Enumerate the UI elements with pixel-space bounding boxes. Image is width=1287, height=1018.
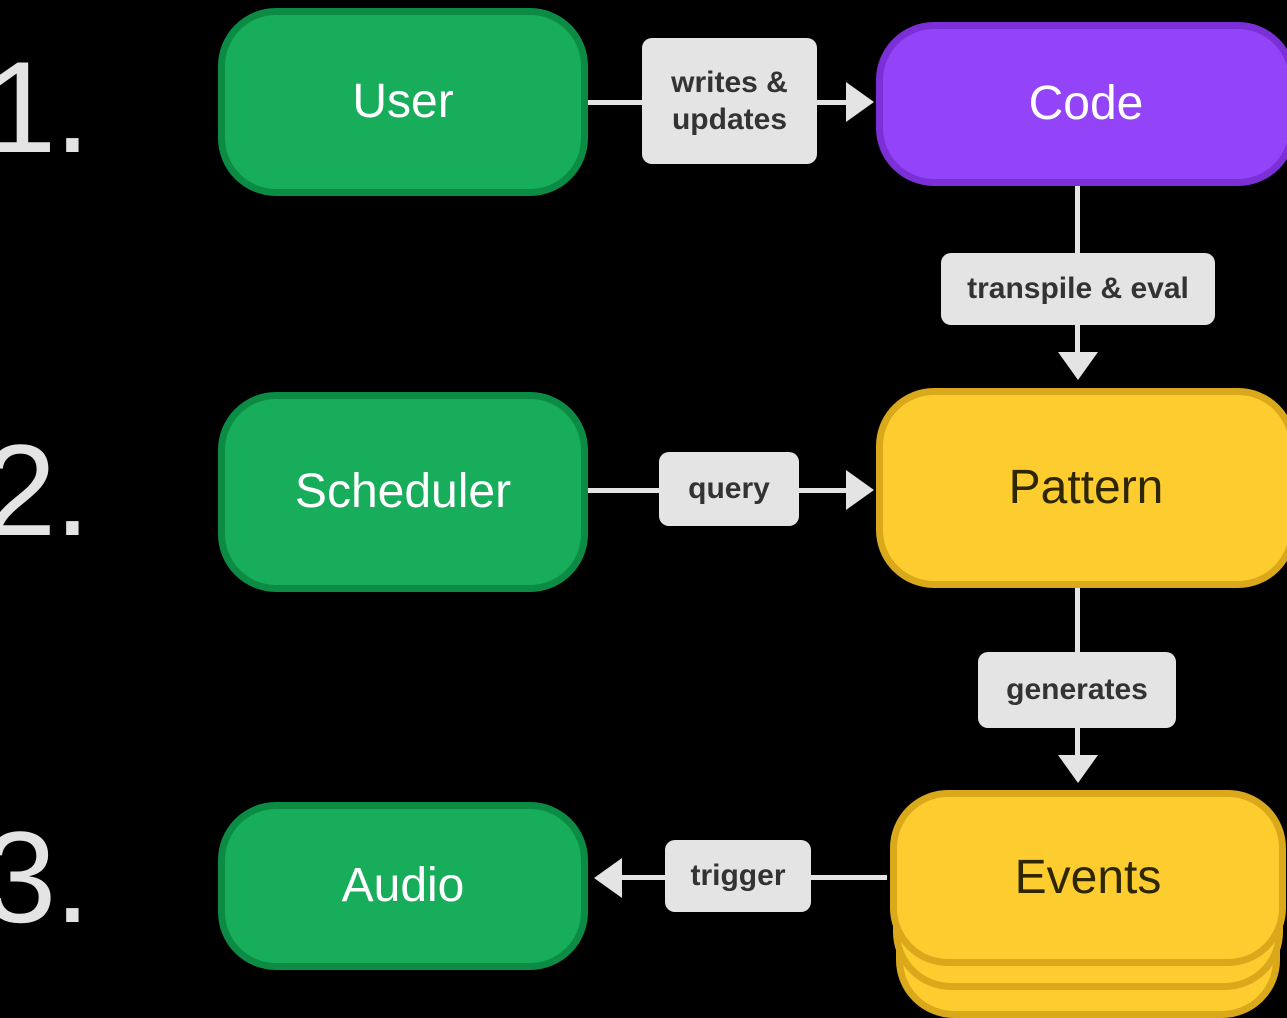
edge-label-query: query [659,452,799,526]
node-audio-label: Audio [341,858,465,912]
edge-label-writes-updates: writes & updates [642,38,817,164]
edge-user-code-line-left [588,100,644,105]
node-audio[interactable]: Audio [218,802,588,970]
node-pattern-label: Pattern [1008,460,1164,514]
edge-scheduler-pattern-line-right [797,488,855,493]
node-events-front: Events [890,790,1286,966]
edge-code-pattern-arrowhead [1058,352,1098,380]
node-user-label: User [352,74,454,128]
edge-events-audio-arrowhead [594,858,622,898]
node-code[interactable]: Code [876,22,1287,186]
step-number-2: 2. [0,417,90,563]
node-scheduler[interactable]: Scheduler [218,392,588,592]
edge-pattern-events-arrowhead [1058,755,1098,783]
edge-label-generates: generates [978,652,1176,728]
edge-scheduler-pattern-line-left [588,488,660,493]
node-pattern[interactable]: Pattern [876,388,1287,588]
edge-label-transpile-eval: transpile & eval [941,253,1215,325]
node-events-label: Events [1014,850,1162,904]
edge-events-audio-line-right [809,875,887,880]
edge-events-audio-line-left [618,875,670,880]
node-scheduler-label: Scheduler [294,464,512,518]
edge-pattern-events-arrow-line [1075,725,1080,775]
step-number-3: 3. [0,804,90,950]
node-user[interactable]: User [218,8,588,196]
edge-pattern-events-line-top [1075,588,1080,654]
edge-user-code-line-right [815,100,855,105]
node-events[interactable]: Events [890,790,1286,1018]
edge-label-trigger: trigger [665,840,811,912]
edge-code-pattern-line-top [1075,186,1080,256]
edge-scheduler-pattern-arrowhead [846,470,874,510]
node-code-label: Code [1028,76,1144,130]
edge-user-code-arrowhead [846,82,874,122]
step-number-1: 1. [0,34,90,180]
edge-code-pattern-line-bottom [1075,322,1080,370]
